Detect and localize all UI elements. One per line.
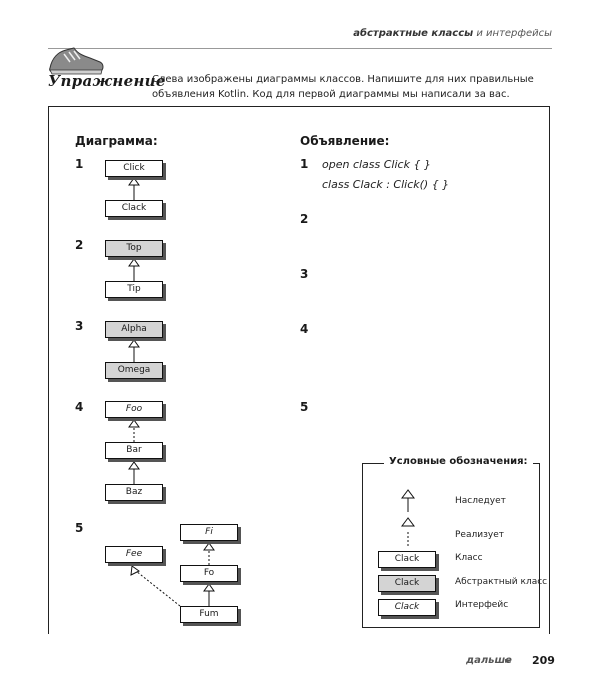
diagram-column-heading: Диаграмма: [75, 134, 158, 148]
diagram-number-1: 1 [75, 157, 84, 171]
class-box-bar: Bar [105, 442, 163, 459]
declaration-line: class Clack : Click() { } [322, 178, 450, 191]
legend-interface-box: Clack [378, 599, 436, 616]
declaration-number-1: 1 [300, 157, 309, 171]
legend-title: Условные обозначения: [384, 456, 533, 467]
page-number: 209 [532, 654, 555, 667]
declaration-number-5: 5 [300, 400, 309, 414]
legend-interface-label: Интерфейс [455, 600, 509, 610]
legend-inherit-arrow [401, 489, 415, 499]
legend-class-label: Класс [455, 553, 483, 563]
diagram-number-5: 5 [75, 521, 84, 535]
inherit-arrow [128, 258, 140, 267]
next-arrow-icon[interactable]: ► [505, 656, 512, 665]
exercise-frame [48, 106, 550, 634]
interface-box-fee: Fee [105, 546, 163, 563]
header-rule [48, 48, 552, 49]
class-box-baz: Baz [105, 484, 163, 501]
declaration-number-3: 3 [300, 267, 309, 281]
diagram-number-2: 2 [75, 238, 84, 252]
implement-arrow [128, 419, 140, 428]
header-title-bold: абстрактные классы [353, 28, 474, 39]
next-page-link[interactable]: дальше [466, 655, 512, 666]
legend-inherits-label: Наследует [455, 496, 506, 506]
class-box-fo: Fo [180, 565, 238, 582]
class-box-click: Click [105, 160, 163, 177]
class-box-tip: Tip [105, 281, 163, 298]
legend-abstract-box: Clack [378, 575, 436, 592]
declaration-column-heading: Объявление: [300, 134, 390, 148]
declaration-number-2: 2 [300, 212, 309, 226]
implement-arrow [130, 565, 140, 576]
inherit-arrow [203, 583, 215, 592]
sneaker-icon [49, 47, 104, 75]
abstract-box-alpha: Alpha [105, 321, 163, 338]
exercise-label: Упражнение [48, 72, 166, 90]
diagram-number-3: 3 [75, 319, 84, 333]
header-title-light: и интерфейсы [473, 28, 552, 39]
instruction-text: Слева изображены диаграммы классов. Напи… [152, 74, 534, 100]
inherit-arrow [128, 461, 140, 470]
legend-abstract-label: Абстрактный класс [455, 577, 548, 587]
inherit-arrow [128, 177, 140, 186]
class-box-clack: Clack [105, 200, 163, 217]
legend-class-box: Clack [378, 551, 436, 568]
abstract-box-omega: Omega [105, 362, 163, 379]
inherit-arrow [128, 339, 140, 348]
implement-arrow [203, 542, 215, 551]
declaration-line: open class Click { } [322, 158, 431, 171]
interface-box-fi: Fi [180, 524, 238, 541]
legend-implement-arrow [401, 517, 415, 527]
legend-implements-label: Реализует [455, 530, 504, 540]
class-box-fum: Fum [180, 606, 238, 623]
declaration-number-4: 4 [300, 322, 309, 336]
abstract-box-top: Top [105, 240, 163, 257]
interface-box-foo: Foo [105, 401, 163, 418]
running-header: абстрактные классы и интерфейсы [353, 28, 552, 39]
diagram-number-4: 4 [75, 400, 84, 414]
